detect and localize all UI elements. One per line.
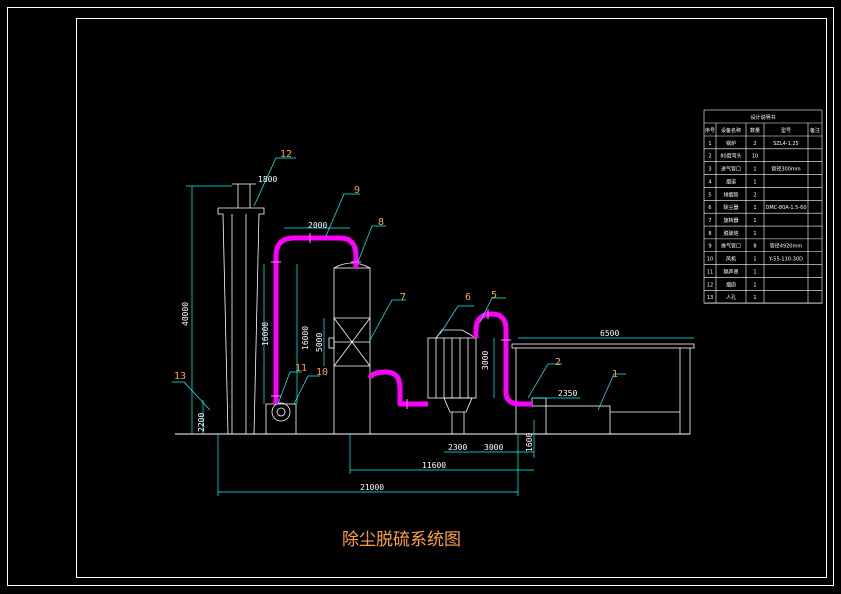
table-cell: 排气管口 (721, 243, 741, 250)
callout-7: 7 (400, 292, 406, 303)
callout-5: 5 (491, 290, 497, 301)
fan-housing (265, 402, 297, 435)
callout-10: 10 (316, 367, 328, 378)
callout-2: 2 (555, 357, 561, 368)
dim-3000: 3000 (484, 443, 503, 452)
dim-1600: 1600 (525, 433, 534, 452)
callout-6: 6 (465, 292, 471, 303)
callout-leaders (172, 157, 626, 411)
callout-8: 8 (378, 217, 384, 228)
table-cell: 12 (707, 282, 713, 288)
table-cell: 1 (753, 167, 756, 173)
table-cell: 烟道 (726, 178, 736, 185)
drawing-frame (76, 18, 827, 578)
table-cell: 1 (753, 282, 756, 288)
outer-frame (7, 7, 834, 586)
dim-chimney-top: 1800 (258, 175, 277, 184)
pipe-flanges (271, 233, 511, 409)
dim-tower: 16000 (301, 326, 310, 350)
table-cell: 隔声罩 (723, 268, 738, 275)
table-cell: 脱硫塔 (723, 230, 738, 237)
dim-21000: 21000 (360, 483, 384, 492)
table-cell: 1 (753, 179, 756, 185)
callout-9: 9 (354, 185, 360, 196)
dim-filter: 3000 (481, 351, 490, 370)
table-cell: 1 (753, 269, 756, 275)
dim-chimney-base: 2200 (197, 413, 206, 432)
table-cell: 8 (753, 244, 756, 250)
table-cell: 旋转器 (723, 217, 738, 224)
table-cell: 2 (708, 154, 711, 160)
callout-13: 13 (174, 371, 186, 382)
table-cell: 管径4920mm (770, 243, 803, 250)
table-cell: 2 (753, 141, 756, 147)
drawing-title: 除尘脱硫系统图 (342, 530, 461, 550)
desulfurization-tower (328, 262, 371, 435)
table-cell: 9 (708, 244, 711, 250)
table-cell: 2 (753, 192, 756, 198)
table-header-note: 备注 (810, 127, 820, 134)
table-cell: 1 (753, 218, 756, 224)
chimney (217, 183, 265, 435)
table-header-qty: 数量 (750, 127, 760, 134)
table-cell: 除尘器 (723, 204, 738, 211)
table-cell: 1 (753, 205, 756, 211)
dimension-lines (186, 185, 694, 496)
table-cell: 锅炉 (726, 140, 736, 147)
table-cell: 3 (708, 167, 711, 173)
table-cell: 1 (753, 257, 756, 263)
equipment-table-rows: 1 锅炉 2 SZL4-1.25 2 80度弯头 10 3 进气管口 1 管径300mm 4 烟道 1 5 排… (704, 140, 822, 304)
table-cell: 4 (708, 179, 711, 185)
table-header-model: 型号 (781, 127, 791, 134)
dim-pipe-top: 2000 (308, 221, 327, 230)
table-cell: 10 (707, 257, 713, 263)
table-cell: 10 (752, 154, 758, 160)
table-cell: 排烟管 (723, 191, 738, 198)
dim-boiler: 6500 (600, 329, 619, 338)
dim-2300: 2300 (448, 443, 467, 452)
table-cell: 5 (708, 192, 711, 198)
table-cell: 80度弯头 (720, 153, 741, 160)
table-cell: DMC-80A-1.5-60 (765, 205, 806, 211)
boiler (511, 343, 695, 435)
dim-chimney-height: 40000 (181, 302, 190, 326)
table-cell: 1 (753, 231, 756, 237)
table-cell: 7 (708, 218, 711, 224)
dim-tower-mid: 5000 (315, 333, 324, 352)
table-cell: 人孔 (726, 294, 736, 301)
table-cell: Y-55-110-30D (768, 257, 803, 263)
callout-12: 12 (280, 149, 292, 160)
callout-1: 1 (612, 369, 618, 380)
table-cell: 13 (707, 295, 713, 301)
table-cell: SZL4-1.25 (773, 141, 799, 147)
flue-pipes (273, 235, 532, 407)
dim-2350: 2350 (558, 389, 577, 398)
table-cell: 11 (707, 269, 713, 275)
table-cell: 6 (708, 205, 711, 211)
table-header-index: 序号 (705, 127, 715, 134)
dust-collector (427, 329, 477, 434)
table-cell: 烟囱 (726, 281, 736, 288)
dim-11600: 11600 (422, 461, 446, 470)
dim-riser: 16000 (261, 322, 270, 346)
table-cell: 进气管口 (721, 166, 741, 173)
table-cell: 1 (708, 141, 711, 147)
table-header-name: 设备名称 (721, 127, 741, 134)
table-cell: 8 (708, 231, 711, 237)
table-title: 设计说明书 (750, 114, 775, 121)
callout-11: 11 (295, 363, 307, 374)
table-cell: 风机 (726, 256, 736, 263)
table-cell: 管径300mm (771, 166, 800, 173)
table-cell: 1 (753, 295, 756, 301)
